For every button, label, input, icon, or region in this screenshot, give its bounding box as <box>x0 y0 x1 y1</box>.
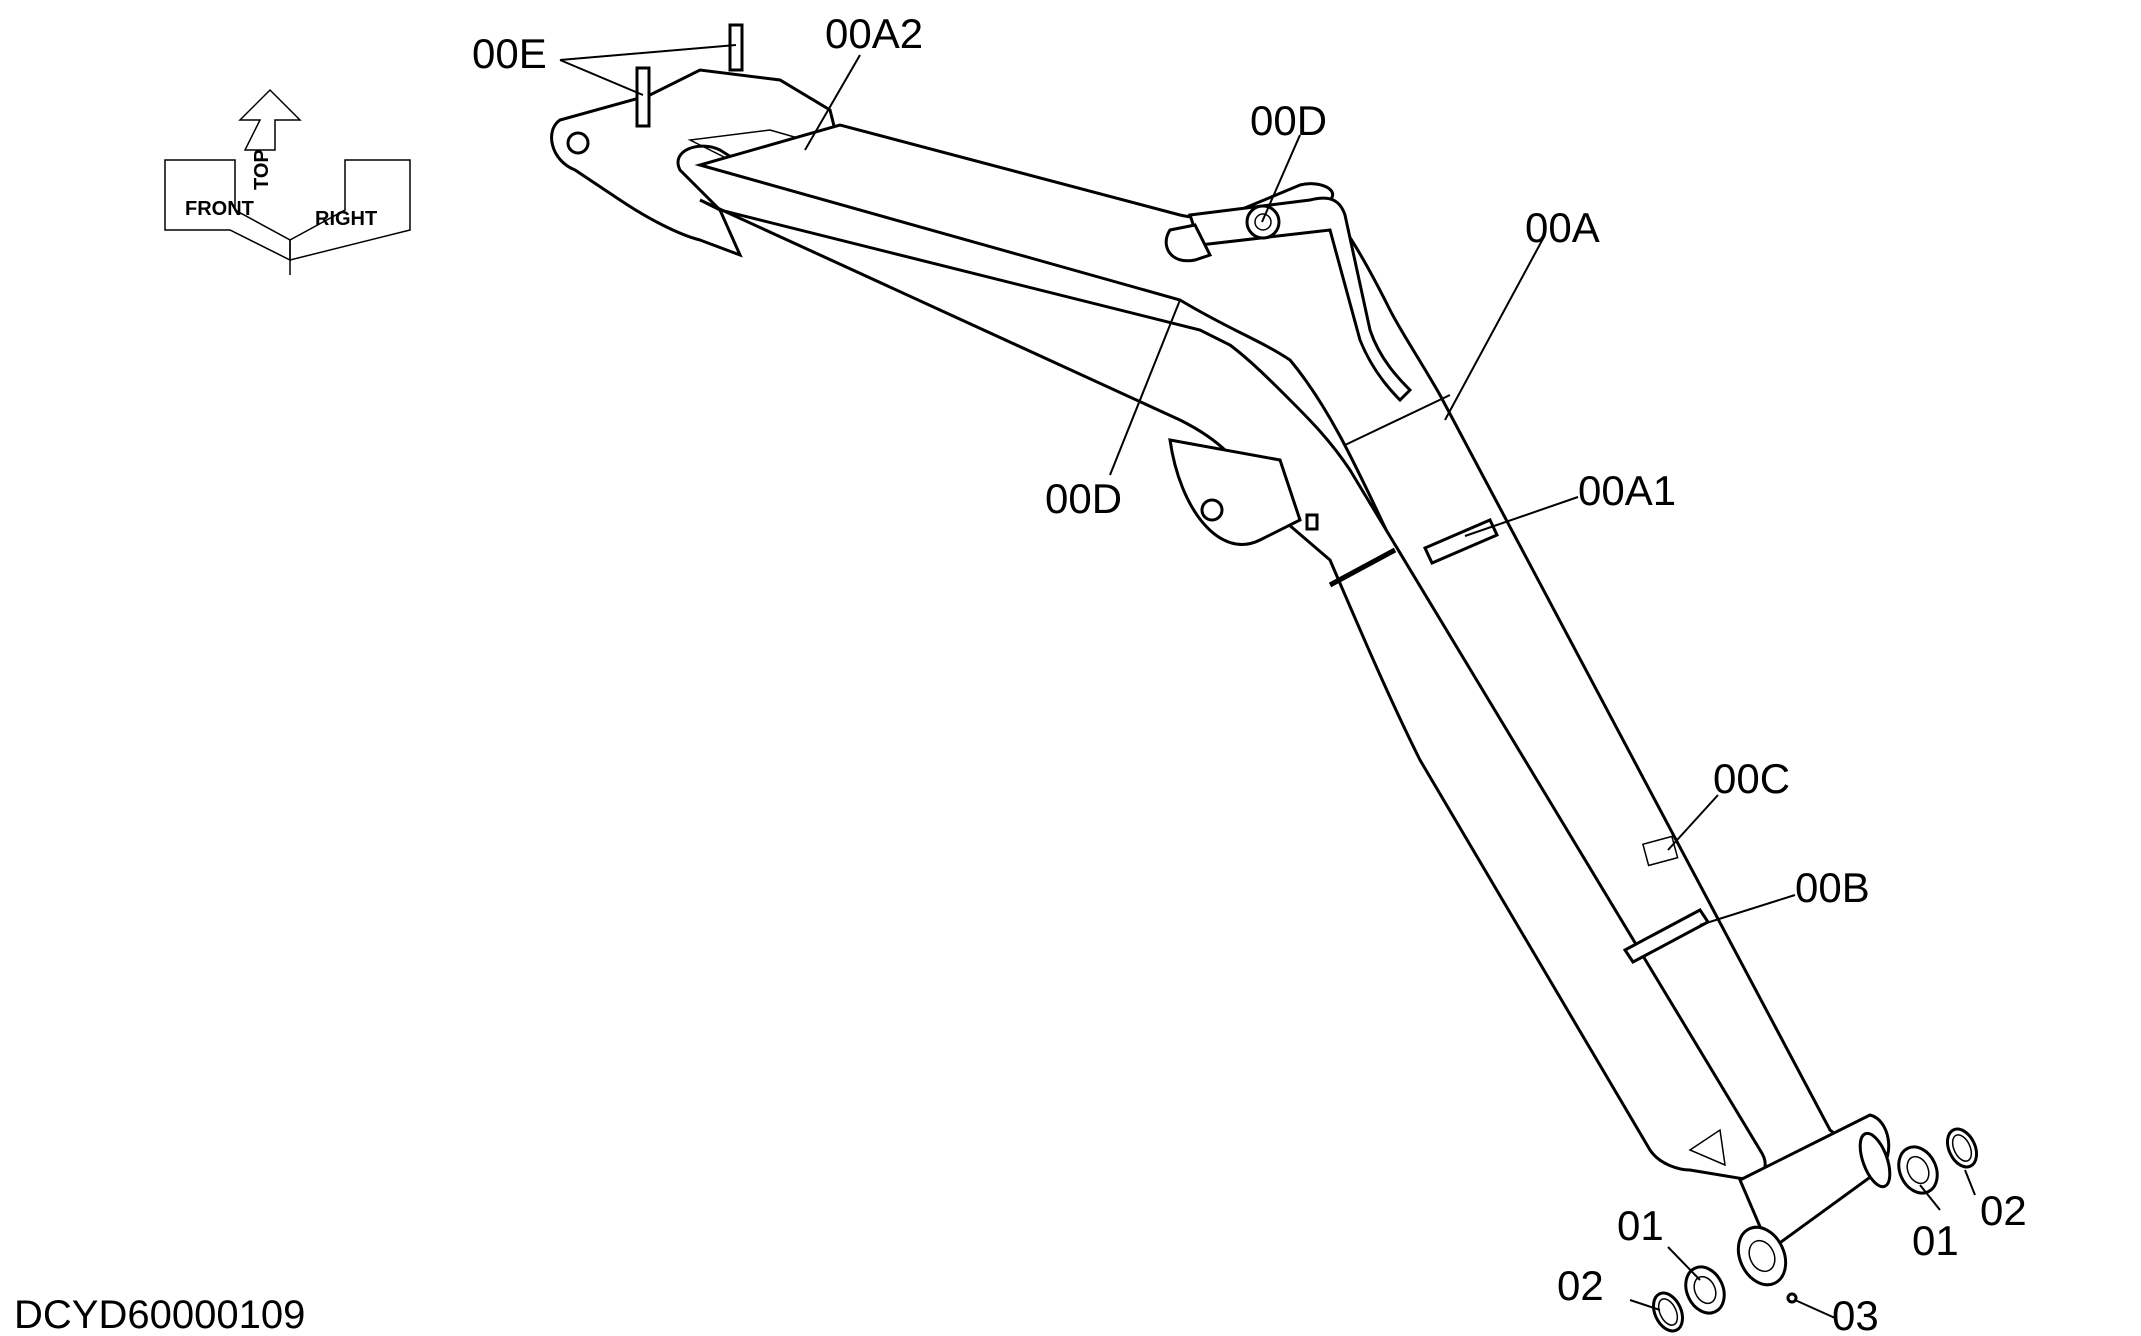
callout-02-left: 02 <box>1557 1262 1604 1309</box>
drawing-code: DCYD60000109 <box>14 1293 305 1336</box>
callout-00A2: 00A2 <box>825 10 923 57</box>
ring-left <box>1651 1291 1685 1333</box>
orientation-indicator: FRONT TOP RIGHT <box>164 88 411 275</box>
top-label: TOP <box>251 149 273 190</box>
front-label: FRONT <box>185 198 254 220</box>
callout-00A: 00A <box>1525 204 1600 251</box>
callout-00C: 00C <box>1713 755 1790 802</box>
callout-00D-side: 00D <box>1045 475 1122 522</box>
ring-right <box>1945 1127 1979 1169</box>
callout-03: 03 <box>1832 1292 1879 1336</box>
callout-00A1: 00A1 <box>1578 467 1676 514</box>
callout-00D-top: 00D <box>1250 97 1327 144</box>
boom-drawing <box>550 23 1979 1333</box>
callout-01-left: 01 <box>1617 1202 1664 1249</box>
callout-labels: 00E 00A2 00D 00A 00D 00A1 00C 00B 01 02 … <box>472 10 2027 1336</box>
callout-00B: 00B <box>1795 864 1870 911</box>
callout-01-right: 01 <box>1912 1217 1959 1264</box>
bushing-left <box>1684 1265 1726 1315</box>
leader-lines <box>559 44 1976 1319</box>
bushing-right <box>1897 1145 1939 1195</box>
callout-00E: 00E <box>472 30 547 77</box>
callout-02-right: 02 <box>1980 1187 2027 1234</box>
right-label: RIGHT <box>315 208 377 230</box>
